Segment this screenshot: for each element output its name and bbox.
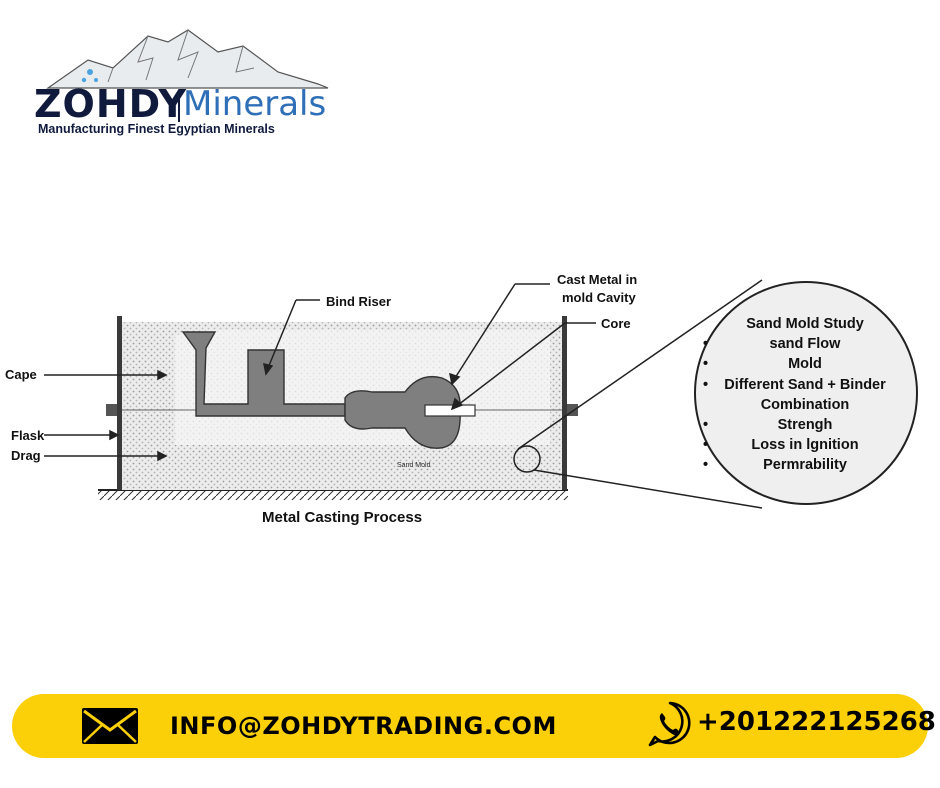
bubble-list-item: • Different Sand + Binder (700, 375, 910, 395)
sprue-and-runner (181, 331, 346, 417)
core-label: Core (601, 316, 631, 331)
company-logo: ZOHDY Minerals Manufacturing Finest Egyp… (28, 22, 338, 142)
drag-label: Drag (11, 448, 41, 463)
bind-riser-pointer-diagonal (267, 299, 297, 369)
bubble-list-item: • Permrability (700, 455, 910, 475)
bullet-icon: • (703, 356, 709, 373)
zoom-line-upper (517, 279, 763, 450)
cast-metal-label-line2: mold Cavity (562, 290, 636, 305)
cape-arrowhead (157, 369, 168, 381)
bubble-list-text: Strengh (777, 417, 833, 434)
zoom-line-lower (533, 469, 763, 509)
core (424, 404, 476, 417)
contact-footer-bar (12, 694, 928, 758)
bubble-list-text: Mold (788, 356, 822, 373)
bubble-list-text: Different Sand + Binder (724, 376, 886, 393)
bubble-list-item: Sand Mold Study (700, 314, 910, 334)
mountain-logo-graphic (46, 29, 329, 89)
ground-hatch (98, 490, 568, 500)
email-link[interactable]: INFO@ZOHDYTRADING.COM (170, 712, 557, 740)
bullet-icon: • (703, 336, 709, 353)
cape-label: Cape (5, 367, 37, 382)
bullet-icon: • (703, 437, 709, 454)
core-arrowhead (450, 397, 464, 411)
logo-name-left: ZOHDY (34, 82, 187, 126)
sand-mold-study-list: Sand Mold Study • sand Flow • Mold • Different… (700, 314, 910, 476)
flask-arrowhead (109, 429, 120, 441)
zoom-bubble (694, 281, 918, 505)
cast-metal-arrowhead (449, 372, 461, 386)
logo-name-right: Minerals (183, 84, 327, 124)
bubble-list-text: Combination (760, 396, 850, 413)
logo-tagline: Manufacturing Finest Egyptian Minerals (38, 122, 275, 136)
core-pointer-diagonal (457, 322, 566, 406)
diagram-caption: Metal Casting Process (262, 509, 423, 526)
bubble-list-item: • sand Flow (700, 334, 910, 354)
flask-right-pin (567, 404, 578, 416)
bubble-list-text: Permrability (763, 457, 847, 474)
bubble-list-item: • Strengh (700, 415, 910, 435)
bubble-list-item: Combination (700, 395, 910, 415)
bind-riser-arrowhead (263, 362, 274, 376)
phone-icon (648, 701, 691, 747)
cast-metal-label-line1: Cast Metal in (557, 272, 638, 287)
bullet-icon: • (703, 376, 709, 393)
cast-metal-pointer-diagonal (454, 283, 516, 379)
flask-label: Flask (11, 428, 45, 443)
flask-left-wall (117, 316, 122, 490)
logo-divider (178, 90, 180, 122)
sand-mold-label: Sand Mold (397, 462, 431, 469)
flask-left-pin (106, 404, 117, 416)
flask-right-wall (562, 316, 567, 490)
drag-arrowhead (157, 450, 168, 462)
sand-sample-circle (513, 445, 541, 473)
bubble-list-text: sand Flow (769, 336, 841, 353)
bubble-list-item: • Loss in lgnition (700, 435, 910, 455)
bullet-icon: • (703, 457, 709, 474)
bubble-list-text: Sand Mold Study (746, 316, 864, 332)
envelope-icon (82, 708, 138, 744)
bubble-list-text: Loss in lgnition (751, 437, 859, 454)
phone-number-link[interactable]: +201222125268 (697, 707, 936, 737)
bullet-icon: • (703, 417, 709, 434)
bind-riser-label: Bind Riser (326, 294, 392, 309)
bubble-list-item: • Mold (700, 354, 910, 374)
